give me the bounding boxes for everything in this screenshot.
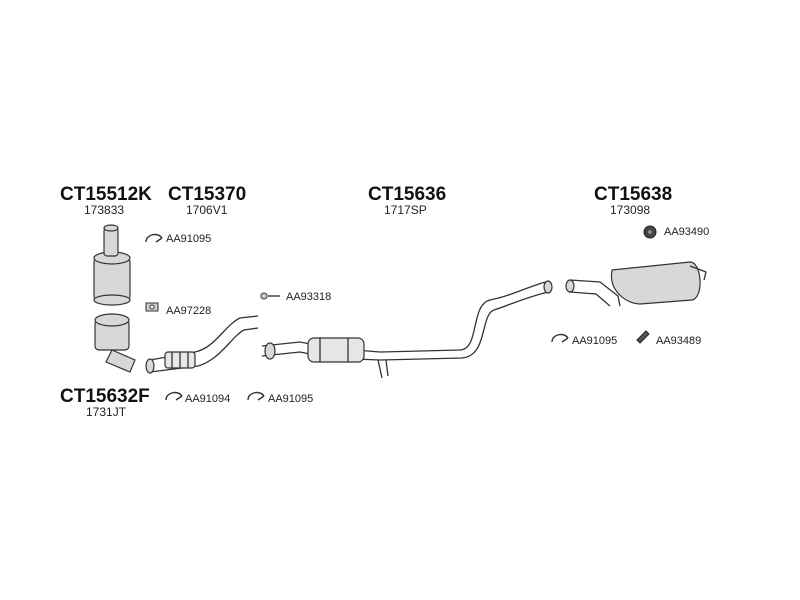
hanger-icon (636, 330, 650, 344)
clamp-icon (247, 391, 265, 401)
bolt-icon (260, 292, 280, 300)
part-code-label: CT15632F (60, 386, 150, 407)
fitting-part-number[interactable]: AA97228 (166, 305, 212, 317)
rear-silencer-part[interactable] (565, 261, 707, 307)
fitting-part-number[interactable]: AA91094 (185, 393, 231, 405)
reference-label: 173098 (610, 203, 651, 217)
catalytic-converter-part[interactable] (93, 224, 131, 306)
intermediate-pipe-part[interactable] (261, 280, 553, 379)
clamp-icon (165, 391, 183, 401)
fitting-part-number[interactable]: AA93318 (286, 291, 332, 303)
reference-label: 1717SP (384, 203, 427, 217)
part-code-label: CT15512K (60, 184, 152, 205)
fitting-part-number[interactable]: AA93490 (664, 226, 710, 238)
clamp-icon (145, 233, 163, 243)
reference-label: 1706V1 (186, 203, 228, 217)
front-pipe-part[interactable] (145, 315, 259, 374)
fitting-part-number[interactable]: AA91095 (166, 233, 212, 245)
rubber-mount-icon (643, 225, 657, 239)
fitting-part-number[interactable]: AA91095 (572, 335, 618, 347)
part-code-label: CT15636 (368, 184, 447, 205)
reference-label: 1731JT (86, 405, 127, 419)
part-code-label: CT15638 (594, 184, 673, 205)
lower-converter-part[interactable] (94, 313, 136, 373)
part-code-label: CT15370 (168, 184, 247, 205)
bracket-icon (145, 302, 159, 312)
reference-label: 173833 (84, 203, 125, 217)
fitting-part-number[interactable]: AA91095 (268, 393, 314, 405)
fitting-part-number[interactable]: AA93489 (656, 335, 702, 347)
clamp-icon (551, 333, 569, 343)
